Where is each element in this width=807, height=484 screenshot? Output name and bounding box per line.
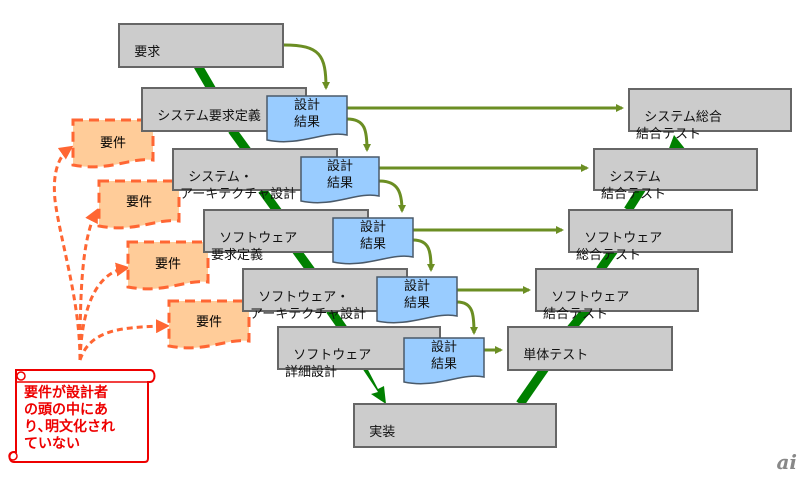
design-doc-label: 設計 結果 [293,98,320,130]
flow-arrow [346,117,371,152]
design-doc [332,217,414,265]
box-label: ソフトウェア 結合テスト [543,290,630,322]
design-doc-label: 設計 結果 [430,340,457,372]
v-line [596,247,618,273]
box-label: 単体テスト [523,348,589,363]
v-line [516,365,549,407]
requirement-arrows [52,145,170,361]
design-doc-label: 設計 結果 [326,159,353,191]
requirement-tags: 要件 要件 要件 要件 [71,118,251,350]
box-label: 要求 [134,45,161,60]
requirement-tag-label: 要件 [155,257,181,272]
box-software-integration-test: ソフトウェア 結合テスト [535,268,699,322]
flow-arrow [456,300,478,335]
box-label: ソフトウェア 要求定義 [211,231,298,263]
box-implementation: 実装 [353,403,557,448]
design-doc-label: 設計 結果 [359,220,386,252]
requirement-tag: 要件 [71,118,155,169]
requirement-tag: 要件 [167,299,251,350]
design-doc [376,276,458,324]
box-software-total-test: ソフトウェア 総合テスト [568,209,733,263]
design-doc [266,95,348,143]
requirement-arrow [78,208,98,361]
flow-arrow [412,238,435,272]
requirement-arrow [78,262,130,361]
requirement-tag-label: 要件 [196,315,222,330]
implementation-arrow [362,366,386,404]
box-unit-test: 単体テスト [507,326,673,371]
requirement-tag-label: 要件 [126,195,152,210]
design-doc [403,337,485,385]
flow-arrows [283,43,624,354]
note-text: 要件が設計者 の頭の中にあ り､明文化され ていない [24,385,115,452]
note-scroll [8,369,156,463]
requirement-tag-label: 要件 [100,136,126,151]
box-label: 実装 [369,425,396,440]
box-label: システム・ アーキテクチャ設計 [180,170,297,202]
box-system-total-integration-test: システム総合 結合テスト [628,88,792,142]
box-label: ソフトウェア 詳細設計 [285,348,372,380]
flow-arrow [283,43,330,90]
requirement-arrow [52,145,82,361]
v-line [624,185,646,213]
v-line [258,187,282,215]
box-label: ソフトウェア 総合テスト [576,231,663,263]
requirement-arrow [78,319,170,361]
requirement-tag: 要件 [126,240,210,291]
design-doc [300,156,380,204]
design-doc-label: 設計 結果 [403,279,430,311]
box-requirements: 要求 [118,23,284,68]
v-line [194,63,216,93]
box-label: システム 結合テスト [601,170,667,202]
requirement-tag: 要件 [97,179,181,230]
box-label: ソフトウェア・ アーキテクチャ設計 [250,290,367,322]
box-label: システム総合 結合テスト [636,110,722,142]
box-label: システム要求定義 [157,109,261,124]
logo: ai [776,450,797,474]
box-system-integration-test: システム 結合テスト [593,148,758,202]
flow-arrow [378,179,406,213]
